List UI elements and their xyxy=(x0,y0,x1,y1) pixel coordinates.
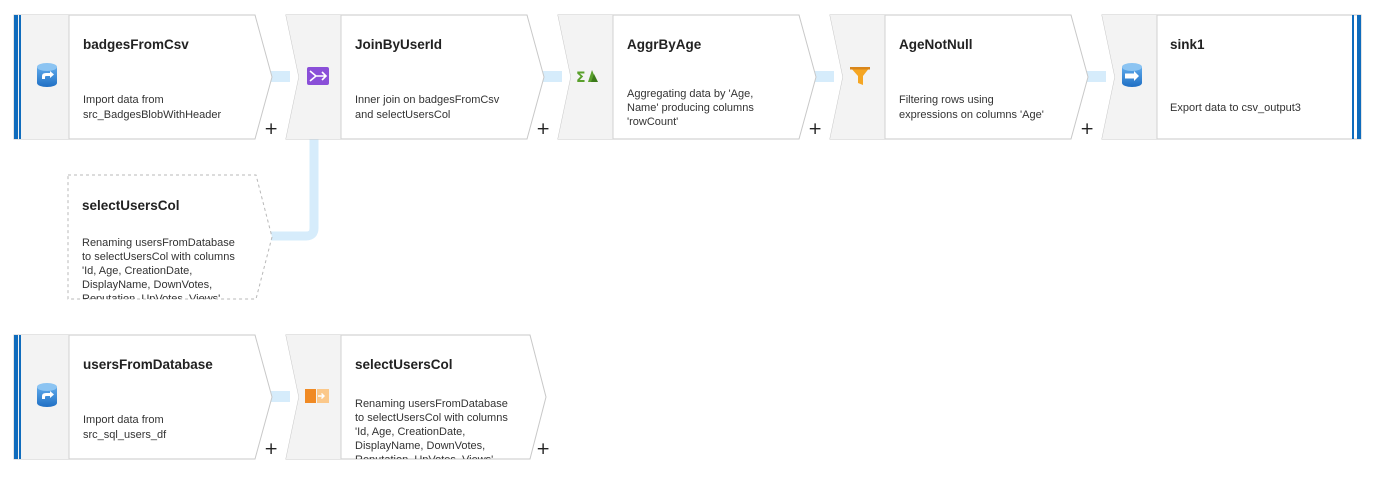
reference-connector xyxy=(268,138,319,241)
svg-text:Σ: Σ xyxy=(576,70,586,86)
add-transformation-button[interactable]: + xyxy=(264,119,278,139)
reference-node-select-users-col[interactable]: selectUsersCol Renaming usersFromDatabas… xyxy=(67,174,273,305)
add-transformation-button[interactable]: + xyxy=(536,119,550,139)
node-join-by-user-id[interactable]: JoinByUserId Inner join on badgesFromCsv… xyxy=(285,14,550,140)
source-accent-bar xyxy=(14,335,18,459)
source-accent-bar xyxy=(14,15,18,139)
add-transformation-button[interactable]: + xyxy=(1080,119,1094,139)
node-title: JoinByUserId xyxy=(355,37,442,52)
connector xyxy=(1086,71,1106,82)
node-title: badgesFromCsv xyxy=(83,37,189,52)
node-title: usersFromDatabase xyxy=(83,357,213,372)
connectors xyxy=(268,71,1106,402)
node-description: Import data from src_BadgesBlobWithHeade… xyxy=(83,94,222,121)
node-description: Aggregating data by 'Age, Name' producin… xyxy=(627,88,757,128)
sink-accent-bar xyxy=(1357,15,1361,139)
connector xyxy=(270,391,290,402)
connector xyxy=(542,71,562,82)
node-title: selectUsersCol xyxy=(82,198,180,213)
connector xyxy=(814,71,834,82)
source-icon xyxy=(37,63,57,87)
filter-icon xyxy=(850,67,870,85)
node-title: selectUsersCol xyxy=(355,357,453,372)
node-badges-from-csv[interactable]: badgesFromCsv Import data from src_Badge… xyxy=(13,14,278,140)
add-transformation-button[interactable]: + xyxy=(536,439,550,459)
connector xyxy=(270,71,290,82)
node-title: sink1 xyxy=(1170,37,1205,52)
node-description: Import data from src_sql_users_df xyxy=(83,414,167,441)
node-description: Renaming usersFromDatabase to selectUser… xyxy=(82,237,238,305)
node-description: Renaming usersFromDatabase to selectUser… xyxy=(355,398,511,466)
node-title: AggrByAge xyxy=(627,37,702,52)
select-icon xyxy=(305,389,329,403)
node-description: Inner join on badgesFromCsv and selectUs… xyxy=(355,94,502,121)
node-title: AgeNotNull xyxy=(899,37,973,52)
node-users-from-database[interactable]: usersFromDatabase Import data from src_s… xyxy=(13,334,278,460)
aggregate-icon: Σ xyxy=(576,70,598,86)
add-transformation-button[interactable]: + xyxy=(808,119,822,139)
sink-icon xyxy=(1122,63,1142,87)
node-select-users-col[interactable]: selectUsersCol Renaming usersFromDatabas… xyxy=(285,334,550,466)
join-icon xyxy=(307,67,329,85)
source-icon xyxy=(37,383,57,407)
node-description: Filtering rows using expressions on colu… xyxy=(899,94,1044,121)
node-aggr-by-age[interactable]: Σ AggrByAge Aggregating data by 'Age, Na… xyxy=(557,14,822,140)
node-age-not-null[interactable]: AgeNotNull Filtering rows using expressi… xyxy=(829,14,1094,140)
node-description: Export data to csv_output3 xyxy=(1170,102,1301,114)
add-transformation-button[interactable]: + xyxy=(264,439,278,459)
node-sink1[interactable]: sink1 Export data to csv_output3 xyxy=(1101,14,1362,140)
